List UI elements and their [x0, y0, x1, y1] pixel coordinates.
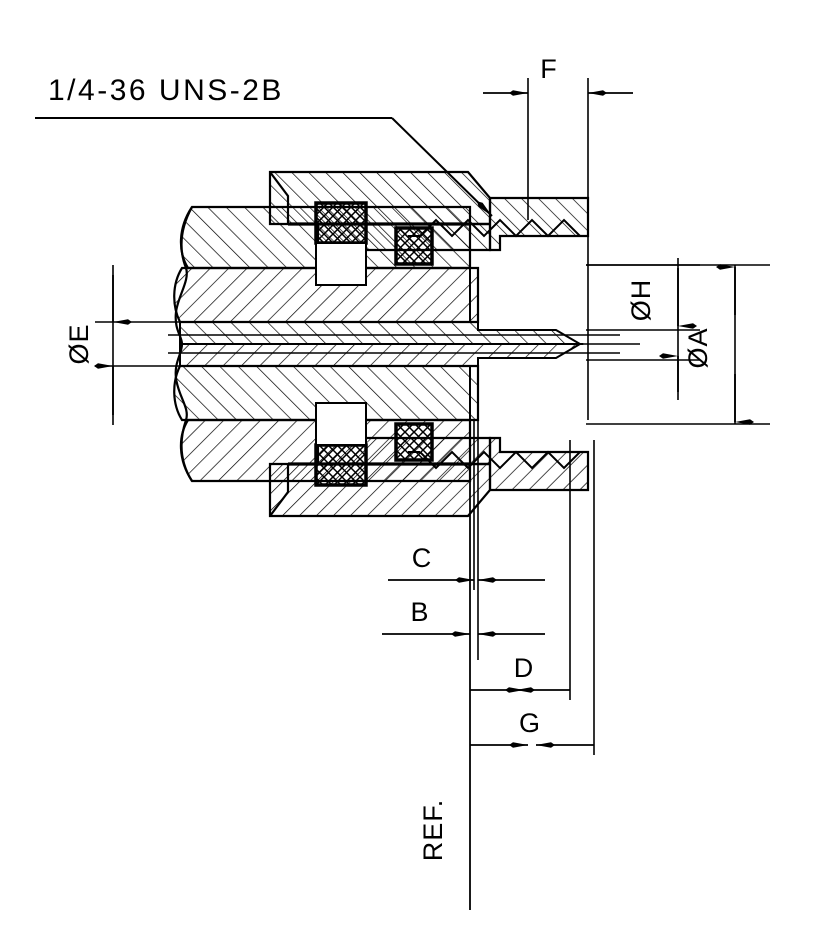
dim-B-label: B	[410, 597, 429, 627]
oring-upper-large	[314, 201, 368, 286]
axis-centerline	[168, 334, 620, 354]
oring-lower-small	[394, 422, 434, 462]
dimension-D: D	[470, 653, 570, 693]
reference-plane-label: REF.	[418, 799, 448, 862]
lower-thread-body	[488, 436, 590, 492]
extension-lines	[95, 78, 770, 910]
thread-callout-leader	[35, 117, 493, 217]
dim-G-label: G	[519, 708, 541, 738]
dim-H-label: ØH	[626, 279, 656, 322]
break-line-left	[174, 206, 193, 482]
dimension-A: ØA	[683, 264, 754, 425]
dimension-B: B	[382, 597, 545, 637]
dim-E-label: ØE	[64, 323, 94, 364]
lower-nut-chamfer	[269, 464, 290, 517]
part-cross-section	[173, 170, 590, 518]
oring-lower-large	[314, 402, 368, 487]
dim-F-label: F	[540, 54, 558, 84]
dim-A-label: ØA	[683, 327, 713, 368]
thread-lower-teeth	[419, 450, 581, 470]
dimension-F: F	[483, 54, 633, 96]
oring-upper-small	[394, 226, 434, 266]
dim-C-label: C	[412, 543, 433, 573]
thread-callout-label: 1/4-36 UNS-2B	[48, 74, 284, 107]
dim-D-label: D	[514, 653, 535, 683]
dimension-C: C	[388, 543, 545, 583]
dimension-G: G	[470, 708, 594, 748]
dimension-H: ØH	[626, 258, 697, 400]
dimension-E: ØE	[64, 265, 132, 425]
